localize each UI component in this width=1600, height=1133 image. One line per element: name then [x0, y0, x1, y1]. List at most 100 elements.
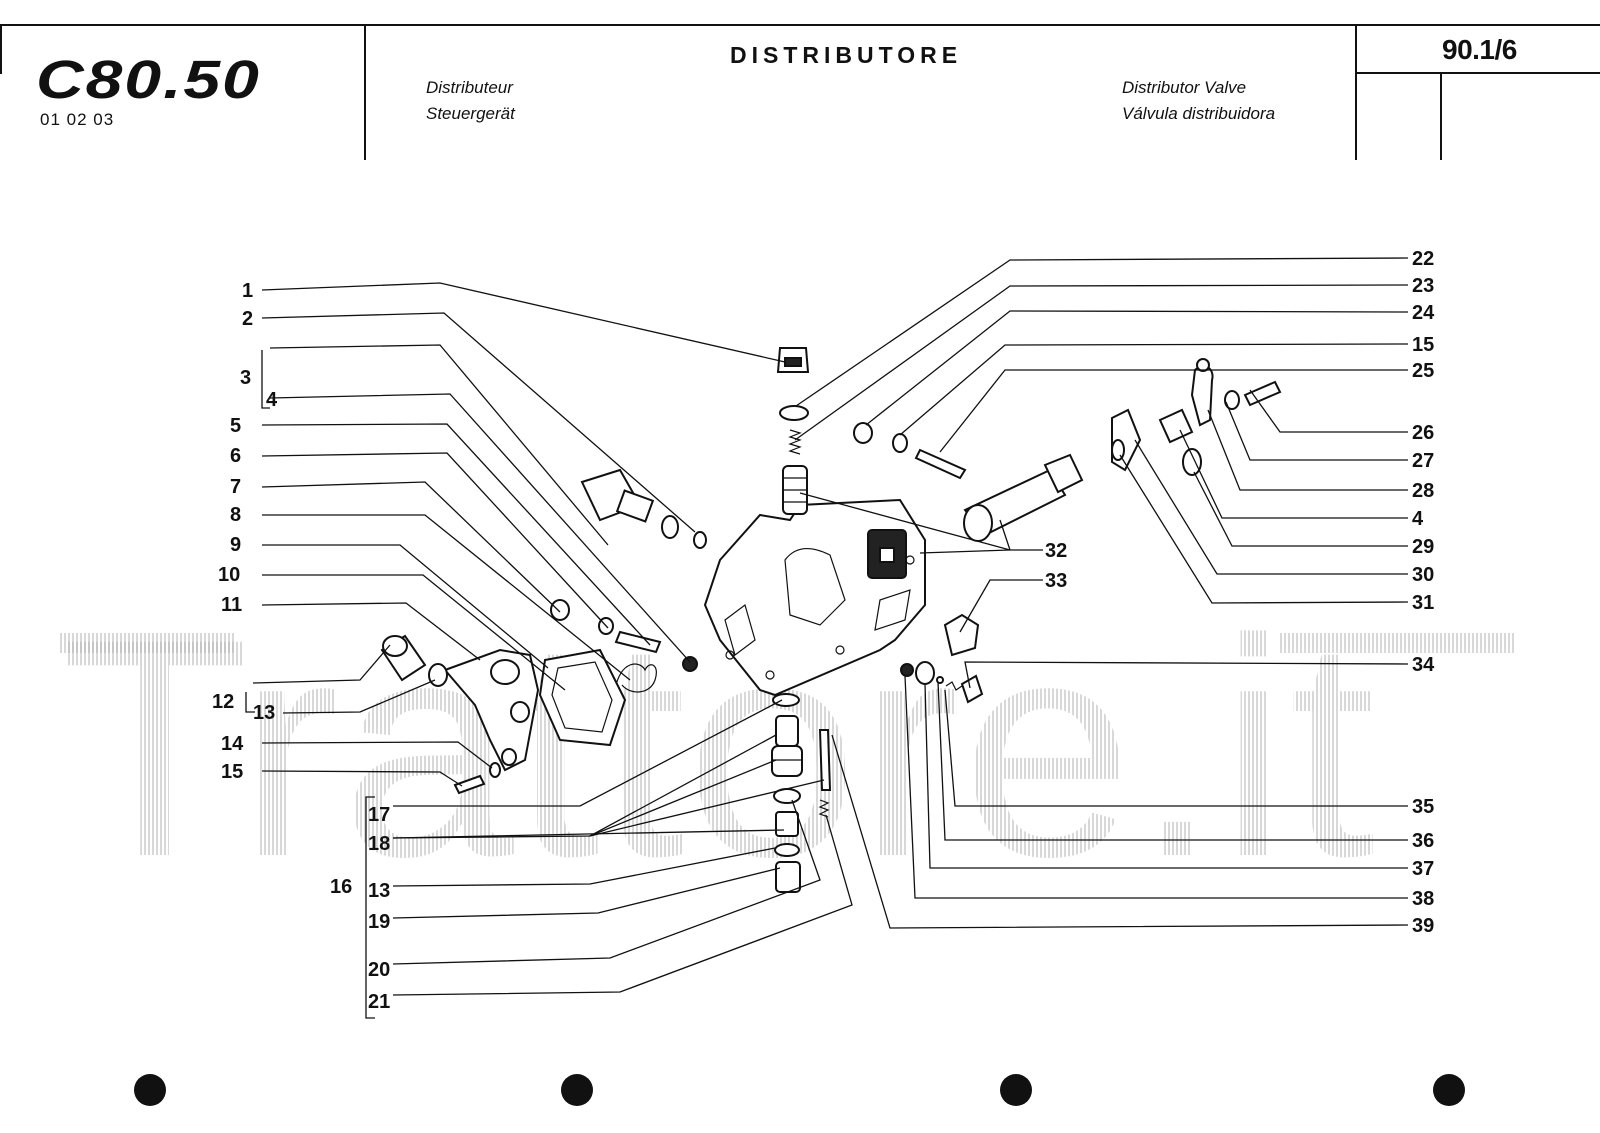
- callout-37: 37: [1412, 858, 1434, 880]
- part-cover-11: [443, 648, 540, 772]
- page-title: DISTRIBUTORE: [730, 42, 963, 68]
- part-ring-38: [900, 663, 914, 677]
- header-top-rule: [0, 24, 1600, 26]
- callout-39: 39: [1412, 915, 1434, 937]
- part-spring-23: [788, 429, 802, 455]
- part-washer-14: [489, 762, 501, 778]
- part-gasket-10: [538, 648, 627, 747]
- binding-hole-1: [134, 1074, 166, 1106]
- callout-25: 25: [1412, 360, 1434, 382]
- page-number-box-divider: [1440, 72, 1442, 160]
- callout-6: 6: [230, 445, 241, 467]
- callout-26: 26: [1412, 422, 1434, 444]
- part-ring-17: [772, 693, 800, 707]
- part-spring-35: [945, 681, 963, 691]
- leader-lines: [245, 257, 1409, 1019]
- callout-36: 36: [1412, 830, 1434, 852]
- watermark-bar-right: [1280, 633, 1515, 653]
- part-nut-24: [853, 422, 873, 444]
- part-ball-5: [682, 656, 698, 672]
- part-stud-6: [614, 630, 662, 654]
- part-cap-33: [943, 613, 980, 657]
- callout-labels: 1 2 3 4 5 6 7 8 9 10 11 12 13 14 15 16 1…: [212, 248, 1435, 1013]
- callout-19: 19: [368, 911, 390, 933]
- callout-5: 5: [230, 415, 241, 437]
- callout-24: 24: [1412, 302, 1435, 324]
- part-shaft-assembly: [963, 408, 1142, 542]
- callout-30: 30: [1412, 564, 1434, 586]
- callout-21: 21: [368, 991, 390, 1013]
- part-spring-16: [818, 799, 830, 818]
- callout-12: 12: [212, 691, 234, 713]
- model-codes: 01 02 03: [40, 110, 115, 129]
- part-bushing-20: [775, 811, 799, 837]
- callout-2: 2: [242, 308, 253, 330]
- part-washer-27: [1224, 390, 1240, 410]
- title-spanish: Válvula distribuidora: [1122, 104, 1276, 123]
- title-english: Distributor Valve: [1122, 78, 1247, 97]
- callout-9: 9: [230, 534, 241, 556]
- header-divider-right: [1355, 24, 1357, 160]
- part-stud-25: [914, 448, 967, 480]
- part-cylinder-2: [580, 468, 707, 549]
- page-number: 90.1/6: [1442, 34, 1517, 65]
- callout-20: 20: [368, 959, 390, 981]
- callout-18: 18: [368, 833, 390, 855]
- callout-34: 34: [1412, 654, 1435, 676]
- page-number-box-rule: [1355, 72, 1600, 74]
- callout-16: 16: [330, 876, 352, 898]
- title-german: Steuergerät: [426, 104, 515, 123]
- callout-15-right: 15: [1412, 334, 1434, 356]
- part-valve-32-top: [782, 465, 808, 515]
- callout-11: 11: [221, 594, 242, 616]
- callout-17: 17: [368, 804, 390, 826]
- part-ball-36: [936, 676, 944, 684]
- valve-housing: [703, 498, 926, 697]
- callout-3: 3: [240, 367, 251, 389]
- callout-28: 28: [1412, 480, 1434, 502]
- callout-22: 22: [1412, 248, 1434, 270]
- part-nut-21: [775, 861, 801, 893]
- callout-14: 14: [221, 733, 244, 755]
- binding-hole-2: [561, 1074, 593, 1106]
- callout-33: 33: [1045, 570, 1067, 592]
- callout-13-left: 13: [253, 702, 275, 724]
- part-screw-26: [1243, 380, 1282, 407]
- callout-8: 8: [230, 504, 241, 526]
- part-fitting-12: [380, 634, 448, 687]
- callout-32: 32: [1045, 540, 1067, 562]
- part-spool-18: [771, 715, 803, 777]
- callout-10: 10: [218, 564, 240, 586]
- callout-29: 29: [1412, 536, 1434, 558]
- part-oring-13: [774, 843, 800, 857]
- part-plug-1: [776, 347, 810, 373]
- part-pin-39: [818, 729, 832, 791]
- callout-1: 1: [242, 280, 253, 302]
- part-washer-15: [892, 433, 908, 453]
- part-lever-4: [1190, 358, 1214, 427]
- part-screw-15: [453, 774, 486, 795]
- part-washer-22: [779, 405, 809, 421]
- callout-27: 27: [1412, 450, 1434, 472]
- callout-7: 7: [230, 476, 241, 498]
- callout-38: 38: [1412, 888, 1434, 910]
- part-seat-37: [915, 661, 935, 685]
- callout-23: 23: [1412, 275, 1434, 297]
- header-divider-left: [364, 24, 366, 160]
- callout-31: 31: [1412, 592, 1434, 614]
- binding-hole-4: [1433, 1074, 1465, 1106]
- part-washer-29: [1182, 448, 1202, 476]
- model-logo: C80.50: [36, 48, 261, 110]
- title-french: Distributeur: [426, 78, 513, 97]
- left-margin-mark: [0, 24, 2, 74]
- part-plug-34: [960, 674, 984, 704]
- callout-4-right: 4: [1412, 508, 1424, 530]
- watermark-bar-left: [60, 633, 235, 653]
- callout-4-left: 4: [266, 389, 278, 411]
- binding-hole-3: [1000, 1074, 1032, 1106]
- callout-15-left: 15: [221, 761, 243, 783]
- callout-35: 35: [1412, 796, 1434, 818]
- callout-13-lower: 13: [368, 880, 390, 902]
